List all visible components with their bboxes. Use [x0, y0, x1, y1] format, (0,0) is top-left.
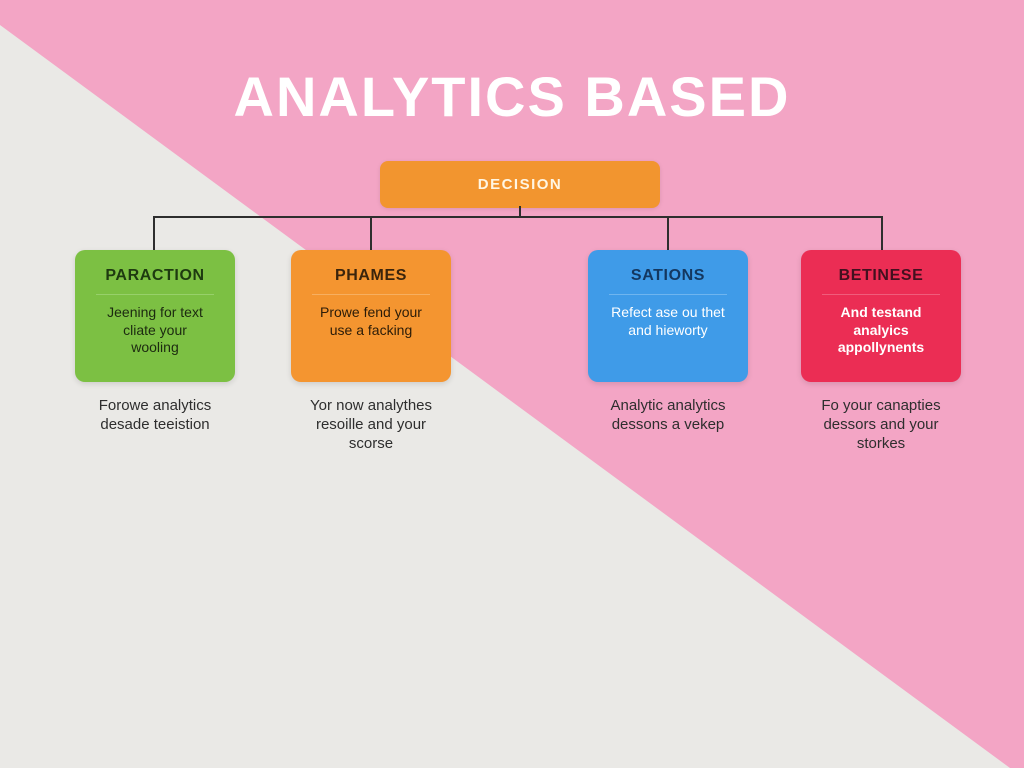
branch-caption-paraction: Forowe analytics desade teeistion: [98, 397, 212, 434]
branch-caption-sations: Analytic analytics dessons a vekep: [610, 397, 726, 434]
branch-caption-betinese: Fo your canapties dessors and your stork…: [821, 397, 941, 453]
branch-card-paraction: PARACTION Jeening for text cliate your w…: [75, 250, 235, 382]
branch-body-text: Refect ase ou thet and hieworty: [611, 304, 725, 338]
page-title: ANALYTICS BASED: [233, 65, 791, 128]
connector-stub-betinese: [881, 216, 883, 251]
connector-stub-sations: [667, 216, 669, 251]
branch-body-text: Jeening for text cliate your wooling: [107, 304, 203, 355]
connector-decision-stub: [519, 206, 521, 217]
decision-node: DECISION: [380, 161, 660, 208]
branch-divider: [96, 294, 214, 295]
branch-title: BETINESE: [838, 267, 924, 284]
connector-horizontal: [153, 216, 883, 218]
branch-divider: [312, 294, 430, 295]
branch-title: PHAMES: [334, 267, 408, 284]
branch-body-text: And testand analyics appollynents: [837, 304, 925, 355]
branch-title: PARACTION: [105, 267, 205, 284]
branch-caption-phames: Yor now analythes resoille and your scor…: [309, 397, 433, 453]
connector-stub-phames: [370, 216, 372, 251]
branch-divider: [609, 294, 727, 295]
branch-card-phames: PHAMES Prowe fend your use a facking: [291, 250, 451, 382]
branch-divider: [822, 294, 940, 295]
connector-stub-paraction: [153, 216, 155, 251]
branch-body-text: Prowe fend your use a facking: [320, 304, 422, 338]
decision-label: DECISION: [477, 176, 563, 193]
branch-card-sations: SATIONS Refect ase ou thet and hieworty: [588, 250, 748, 382]
branch-card-betinese: BETINESE And testand analyics appollynen…: [801, 250, 961, 382]
branch-title: SATIONS: [630, 267, 706, 284]
